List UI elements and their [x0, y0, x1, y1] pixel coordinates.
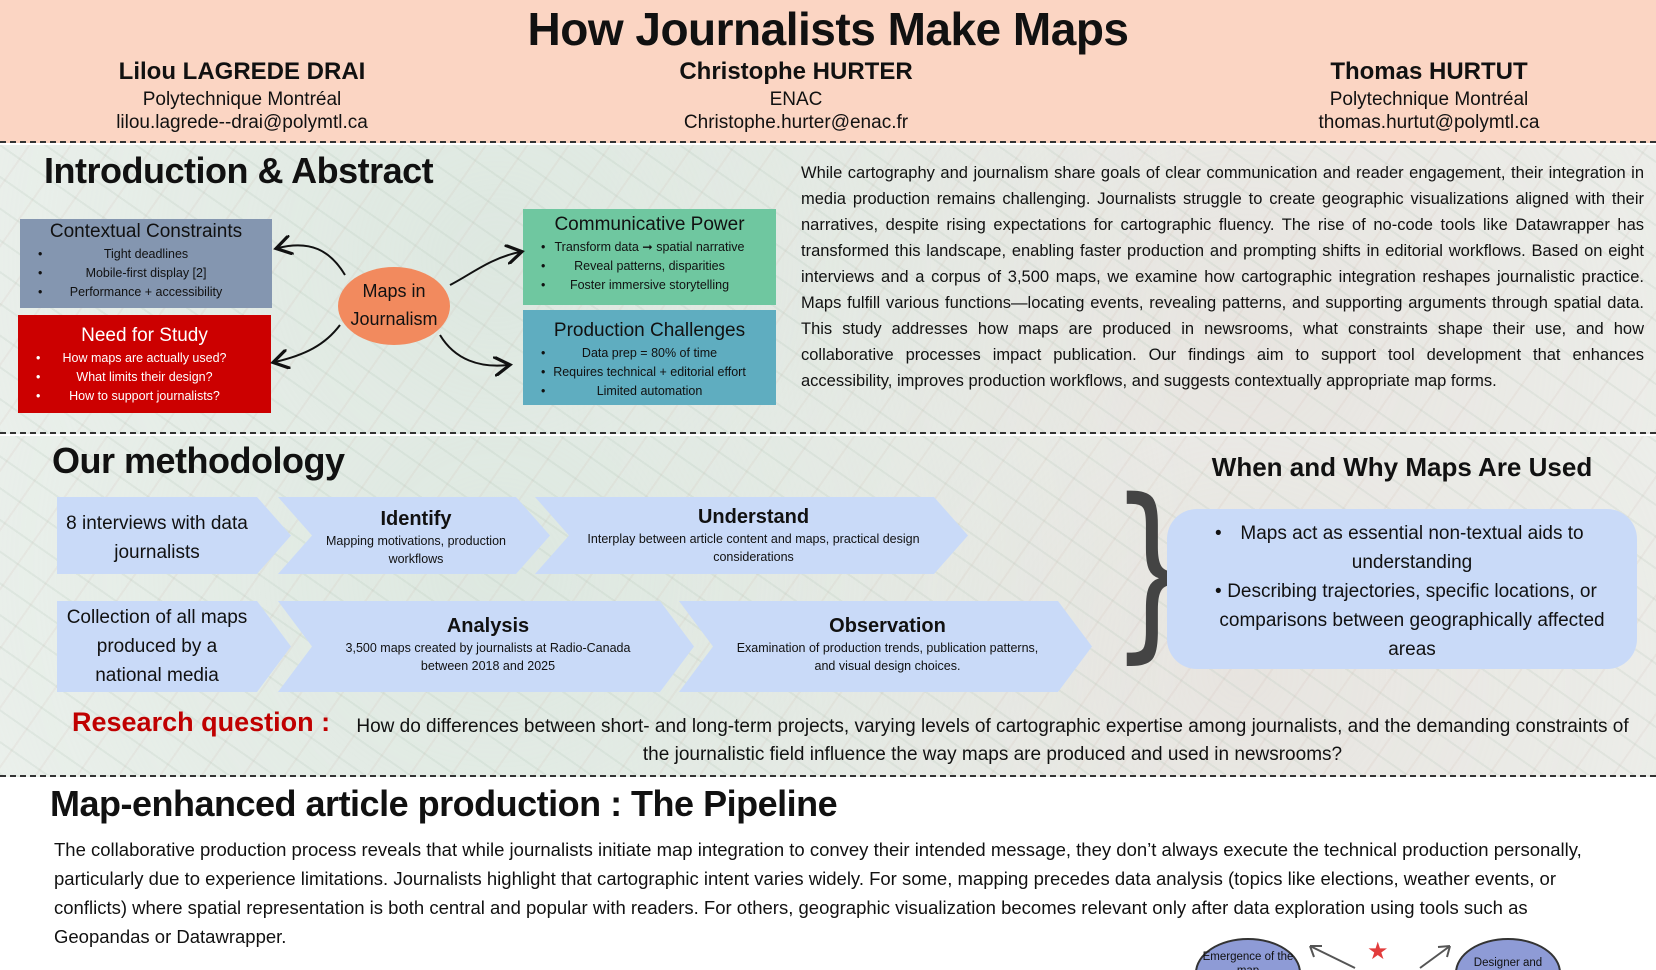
list-item: Data prep = 80% of time: [523, 344, 776, 363]
research-question-label: Research question :: [72, 707, 331, 737]
step-label: 8 interviews with data journalists: [66, 513, 248, 563]
list-item: Performance + accessibility: [20, 283, 272, 302]
list-item: Foster immersive storytelling: [523, 276, 776, 295]
arrow-right: [1419, 945, 1451, 969]
list-item: Mobile-first display [2]: [20, 264, 272, 283]
step-understand: Understand Interplay between article con…: [535, 497, 968, 574]
poster-title: How Journalists Make Maps: [527, 3, 1130, 55]
step-title: Observation: [829, 615, 946, 637]
list-item: Tight deadlines: [20, 245, 272, 264]
author-2: Christophe HURTER ENAC Christophe.hurter…: [596, 56, 996, 134]
list-item: Maps act as essential non-textual aids t…: [1167, 519, 1637, 577]
need-for-study-box: Need for Study How maps are actually use…: [18, 315, 271, 413]
step-desc: Mapping motivations, production workflow…: [326, 534, 506, 566]
step-title: Understand: [697, 506, 810, 528]
step-desc: Interplay between article content and ma…: [587, 532, 920, 564]
author-1: Lilou LAGREDE DRAI Polytechnique Montréa…: [42, 56, 442, 134]
author-email: thomas.hurtut@polymtl.ca: [1318, 112, 1540, 133]
list-item: What limits their design?: [18, 368, 271, 387]
arrow-to-contextual: [278, 245, 346, 276]
step-collection: Collection of all maps produced by a nat…: [57, 601, 291, 692]
author-affiliation: Polytechnique Montréal: [1329, 89, 1529, 110]
uses-heading: When and Why Maps Are Used: [1211, 452, 1593, 482]
abstract-text: While cartography and journalism share g…: [801, 164, 1644, 390]
poster-header: [0, 0, 1656, 143]
arrow-left: [1309, 945, 1356, 969]
node-label: Emergence of the map: [1202, 951, 1294, 970]
list-item: Describing trajectories, specific locati…: [1167, 577, 1637, 664]
list-item: How maps are actually used?: [18, 349, 271, 368]
methodology-heading: Our methodology: [52, 440, 345, 481]
box-title: Production Challenges: [553, 320, 746, 341]
step-desc: 3,500 maps created by journalists at Rad…: [345, 641, 631, 673]
contextual-constraints-box: Contextual Constraints Tight deadlines M…: [20, 219, 272, 308]
arrow-to-production: [439, 334, 508, 366]
step-title: Identify: [380, 508, 452, 530]
intro-heading: Introduction & Abstract: [44, 150, 434, 191]
pipeline-arrows: [1309, 945, 1451, 969]
list-item: Requires technical + editorial effort: [523, 363, 776, 382]
step-desc: Examination of production trends, public…: [736, 641, 1039, 673]
production-challenges-box: Production Challenges Data prep = 80% of…: [523, 310, 776, 405]
arrow-left-head: [1309, 945, 1322, 958]
list-item: Transform data ➞ spatial narrative: [523, 238, 776, 257]
author-3: Thomas HURTUT Polytechnique Montréal tho…: [1229, 56, 1629, 134]
step-label: Collection of all maps produced by a nat…: [66, 607, 248, 686]
uses-box: Maps act as essential non-textual aids t…: [1167, 509, 1637, 669]
box-title: Contextual Constraints: [49, 221, 243, 242]
box-title: Need for Study: [81, 325, 208, 346]
node-label: Designer and: [1473, 957, 1543, 969]
box-title: Communicative Power: [554, 214, 745, 235]
step-interviews: 8 interviews with data journalists: [57, 497, 291, 574]
pipeline-heading: Map-enhanced article production : The Pi…: [50, 783, 838, 824]
author-email: Christophe.hurter@enac.fr: [683, 112, 909, 133]
arrow-right-head: [1437, 945, 1451, 958]
list-item: Limited automation: [523, 382, 776, 401]
pipeline-text: The collaborative production process rev…: [54, 839, 1582, 947]
step-observation: Observation Examination of production tr…: [679, 601, 1092, 692]
step-identify: Identify Mapping motivations, production…: [278, 497, 550, 574]
arrow-to-need: [275, 324, 341, 362]
list-item: Reveal patterns, disparities: [523, 257, 776, 276]
star-icon: ★: [1367, 938, 1389, 965]
intro-section: [0, 145, 1656, 434]
step-title: Analysis: [446, 615, 530, 637]
author-email: lilou.lagrede--drai@polymtl.ca: [116, 112, 368, 133]
maps-in-journalism-oval: Maps in Journalism: [338, 267, 450, 345]
communicative-power-box: Communicative Power Transform data ➞ spa…: [523, 209, 776, 305]
author-name: Christophe HURTER: [679, 58, 913, 85]
author-affiliation: ENAC: [769, 89, 823, 110]
arrow-to-communicative: [449, 252, 520, 286]
research-question-text: How do differences between short- and lo…: [356, 716, 1629, 765]
author-name: Thomas HURTUT: [1330, 58, 1528, 85]
list-item: How to support journalists?: [18, 387, 271, 406]
author-affiliation: Polytechnique Montréal: [142, 89, 342, 110]
author-name: Lilou LAGREDE DRAI: [118, 58, 366, 85]
step-analysis: Analysis 3,500 maps created by journalis…: [278, 601, 694, 692]
arrows-diagram: [0, 140, 800, 440]
